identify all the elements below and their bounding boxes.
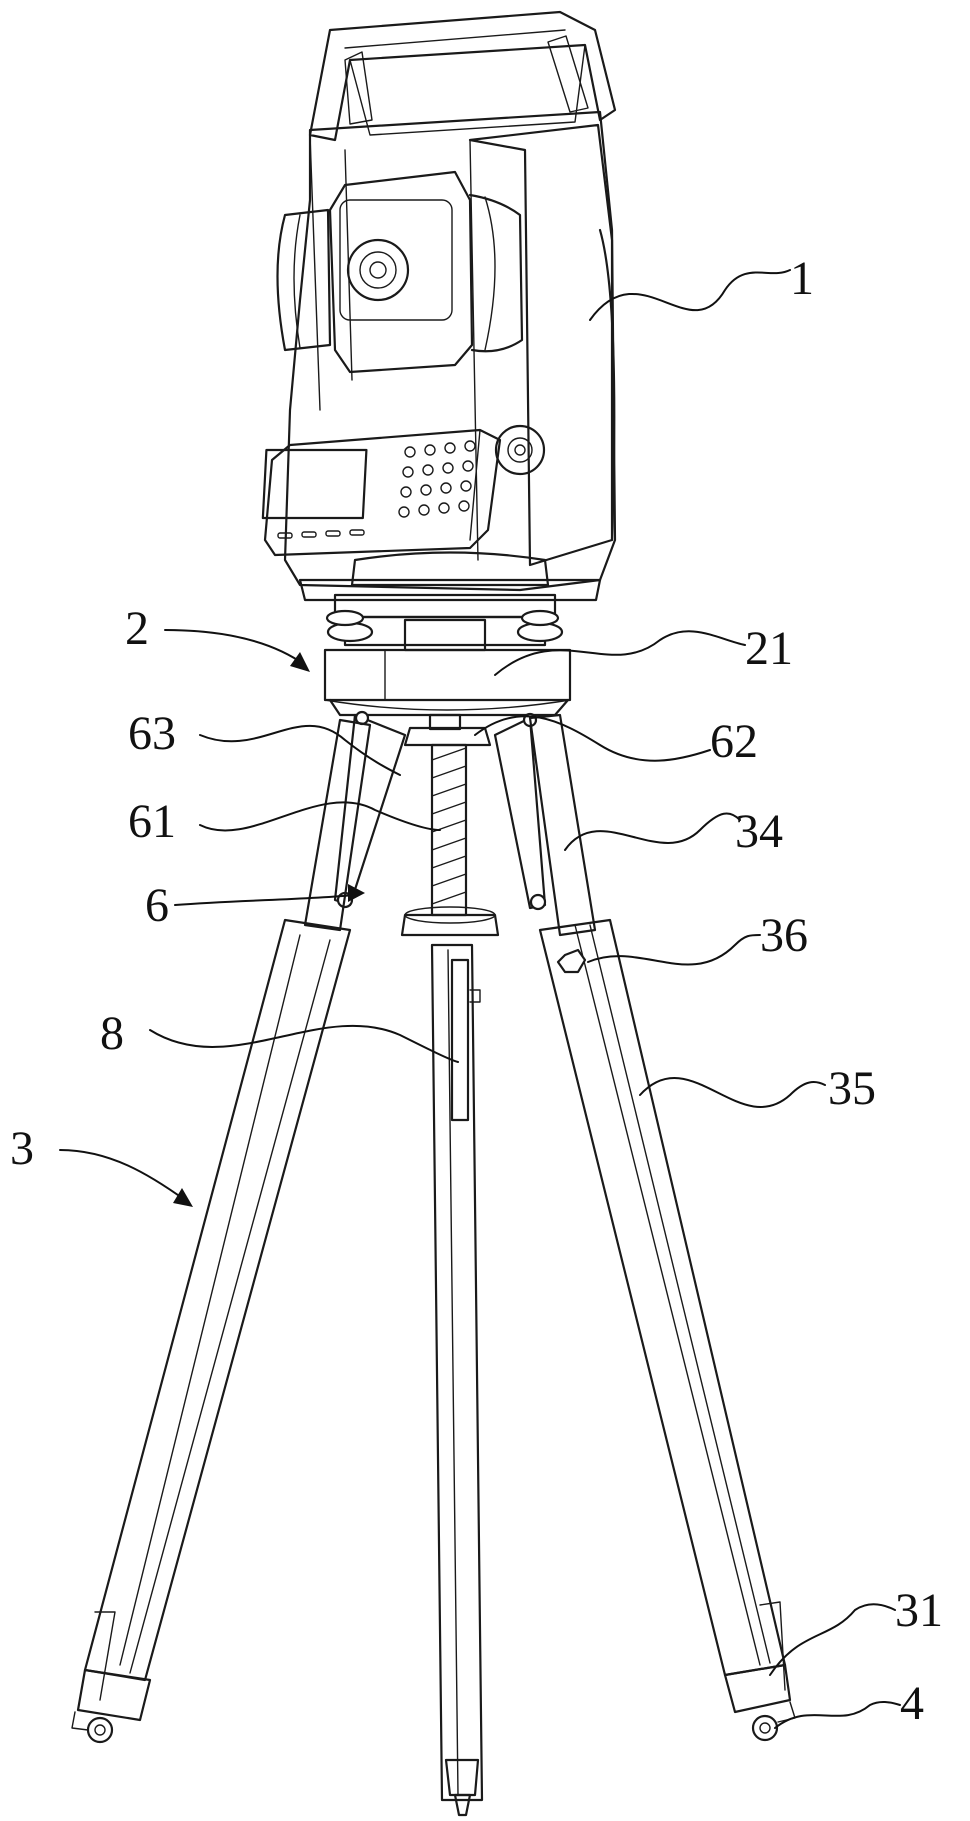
- callout-4: 4: [900, 1680, 924, 1728]
- callout-1: 1: [790, 255, 814, 303]
- callout-6: 6: [145, 882, 169, 930]
- callout-2: 2: [125, 605, 149, 653]
- callout-3: 3: [10, 1125, 34, 1173]
- callout-21: 21: [745, 625, 793, 673]
- callout-63: 63: [128, 710, 176, 758]
- total-station-instrument: [263, 12, 615, 600]
- callout-61: 61: [128, 798, 176, 846]
- callout-34: 34: [735, 808, 783, 856]
- callout-31: 31: [895, 1587, 943, 1635]
- callout-35: 35: [828, 1065, 876, 1113]
- tripod-legs: [72, 715, 795, 1815]
- keypad-icon: [399, 441, 475, 517]
- callout-8: 8: [100, 1010, 124, 1058]
- callout-62: 62: [710, 718, 758, 766]
- callout-36: 36: [760, 912, 808, 960]
- tribrach-leveling-base: [325, 595, 570, 715]
